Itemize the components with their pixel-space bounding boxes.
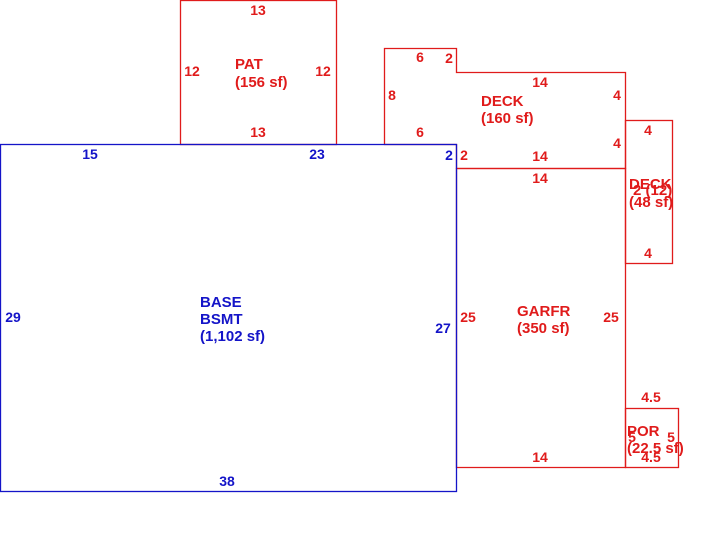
dim-deck-top-c: 14 bbox=[532, 74, 548, 90]
dim-gar-top: 14 bbox=[532, 170, 548, 186]
deck-area: (160 sf) bbox=[481, 110, 534, 127]
deck2-area: (48 sf) bbox=[629, 194, 673, 211]
dim-base-top-a: 15 bbox=[82, 146, 98, 162]
dim-por-top: 4.5 bbox=[641, 389, 661, 405]
dim-deck-left: 8 bbox=[388, 87, 396, 103]
por-area: (22.5 sf) bbox=[627, 440, 684, 457]
dim-base-right: 27 bbox=[435, 320, 451, 336]
garfr-area: (350 sf) bbox=[517, 320, 570, 337]
base-outline bbox=[0, 143, 458, 493]
dim-pat-right: 12 bbox=[315, 63, 331, 79]
dim-deck-bottom-b: 2 bbox=[460, 147, 468, 163]
garfr-name: GARFR bbox=[517, 303, 570, 320]
por-name: POR bbox=[627, 423, 660, 440]
dim-deck2-top: 4 bbox=[644, 122, 652, 138]
base-area: (1,102 sf) bbox=[200, 328, 265, 345]
dim-pat-top: 13 bbox=[250, 2, 266, 18]
deck2-name: DECK bbox=[629, 176, 672, 193]
dim-deck-bottom-c: 14 bbox=[532, 148, 548, 164]
dim-base-left: 29 bbox=[5, 309, 21, 325]
dim-gar-right: 25 bbox=[603, 309, 619, 325]
dim-base-top-b: 23 bbox=[309, 146, 325, 162]
por-outline bbox=[624, 407, 680, 469]
dim-gar-bottom: 14 bbox=[532, 449, 548, 465]
dim-por-left: 5 bbox=[628, 429, 636, 445]
dim-base-top-c: 2 bbox=[445, 147, 453, 163]
dim-por-right: 5 bbox=[667, 429, 675, 445]
dim-gar-left: 25 bbox=[460, 309, 476, 325]
pat-area: (156 sf) bbox=[235, 74, 288, 91]
dim-pat-bottom: 13 bbox=[250, 124, 266, 140]
deck2-overlap: 2 (12) bbox=[633, 182, 672, 199]
dim-deck-top-a: 6 bbox=[416, 49, 424, 65]
dim-deck-top-b: 2 bbox=[445, 50, 453, 66]
dim-deck-bottom-a: 6 bbox=[416, 124, 424, 140]
dim-base-bottom: 38 bbox=[219, 473, 235, 489]
deck-name: DECK bbox=[481, 93, 524, 110]
dim-deck2-bottom: 4 bbox=[644, 245, 652, 261]
dim-por-bottom: 4.5 bbox=[641, 449, 661, 465]
dim-pat-left: 12 bbox=[184, 63, 200, 79]
dim-deck-right: 4 bbox=[613, 87, 621, 103]
pat-name: PAT bbox=[235, 56, 263, 73]
base-name2: BSMT bbox=[200, 311, 243, 328]
dim-deck-inner: 4 bbox=[613, 135, 621, 151]
base-name: BASE bbox=[200, 294, 242, 311]
